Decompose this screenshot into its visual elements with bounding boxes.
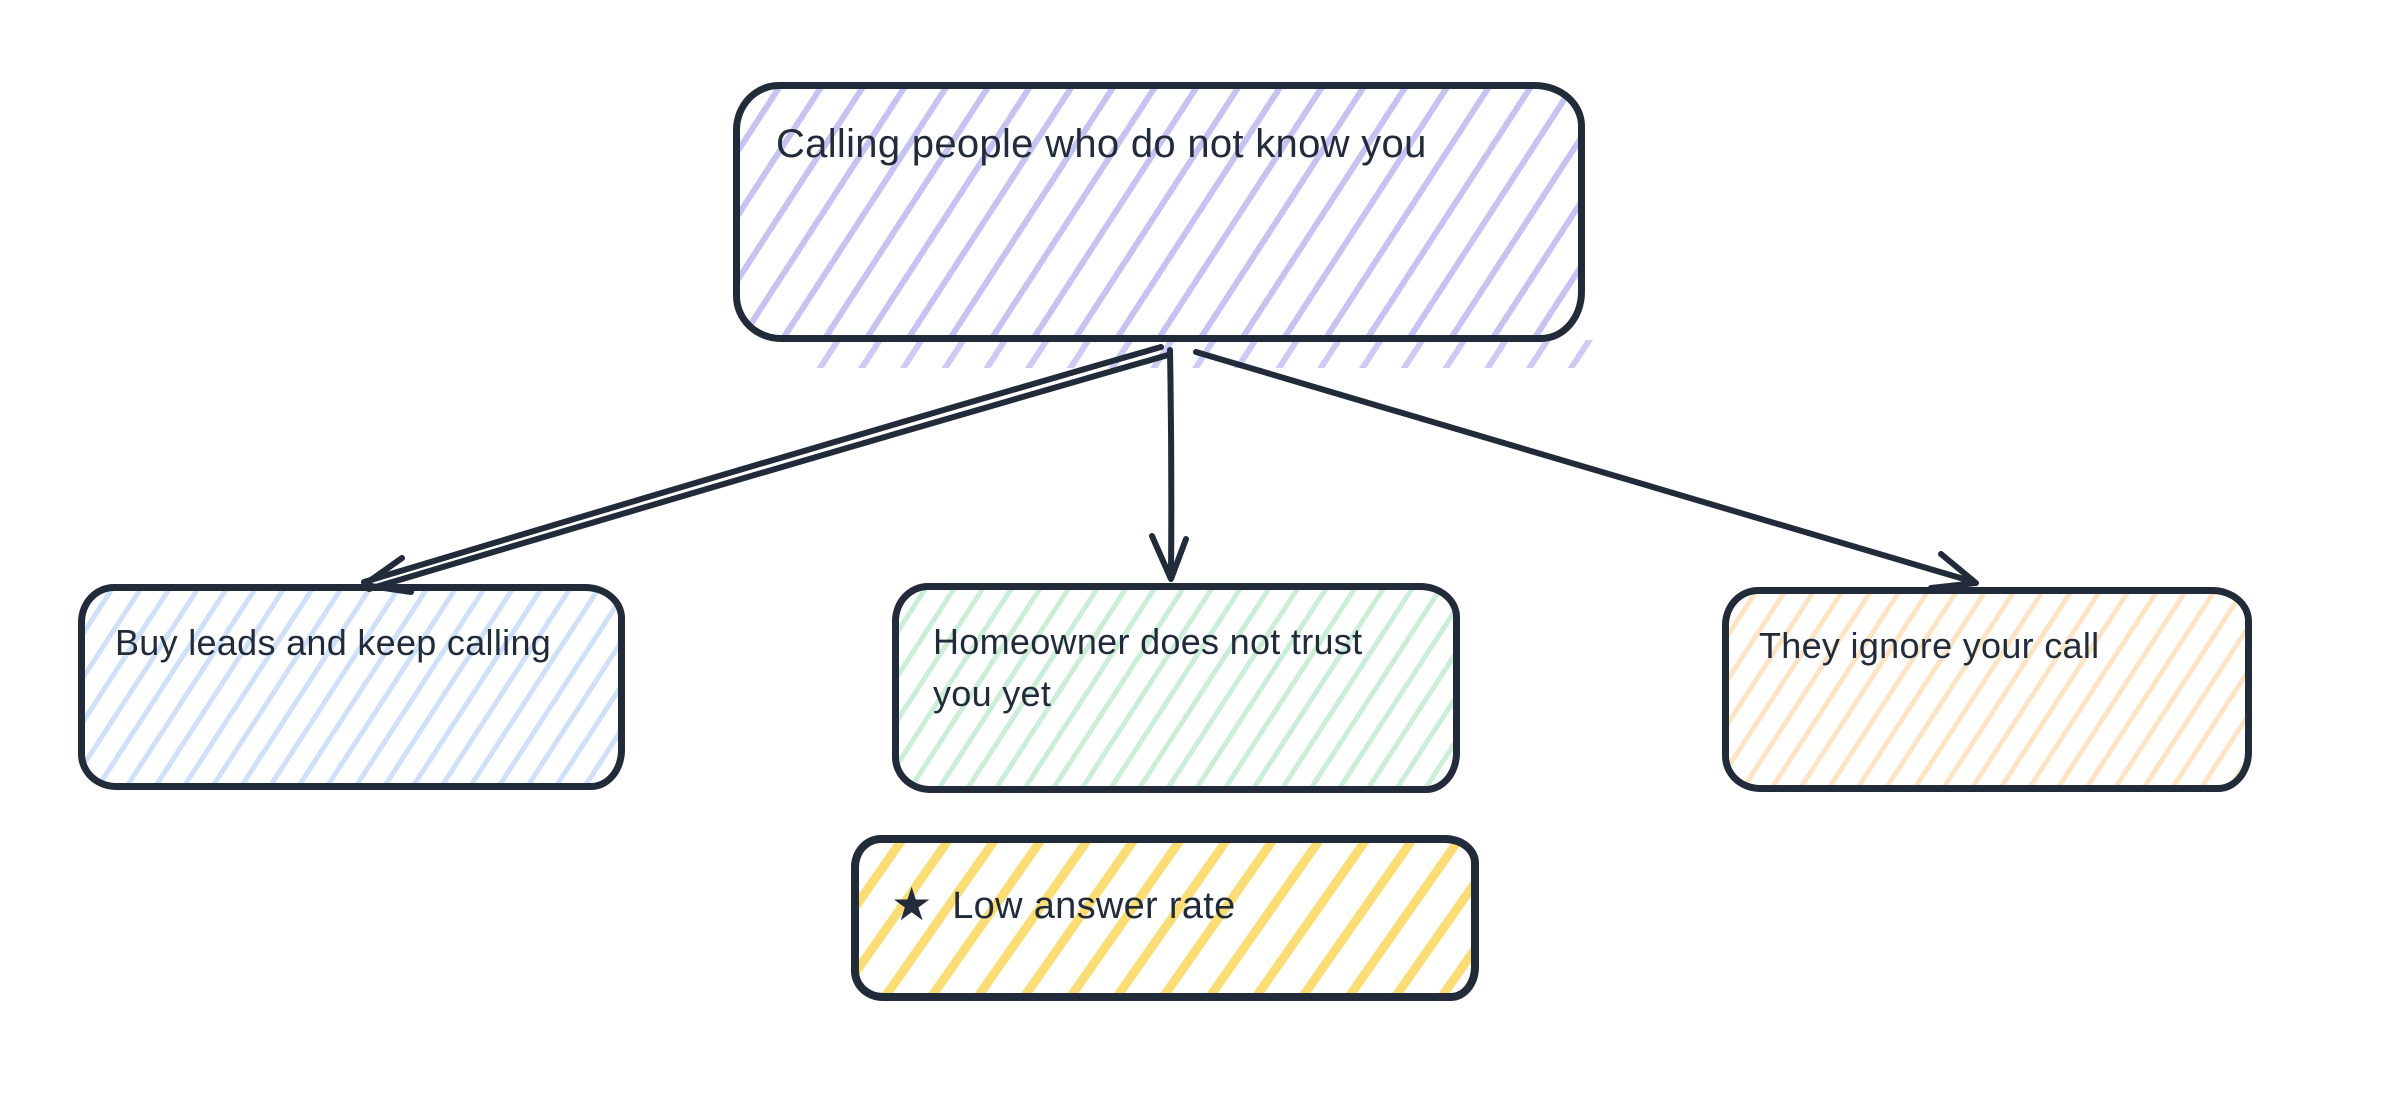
node-low-answer-rate-label: Low answer rate xyxy=(952,885,1236,927)
arrow-root-to-ignore-call[interactable] xyxy=(1193,349,1979,591)
node-root[interactable]: Calling people who do not know you xyxy=(733,82,1585,342)
arrow-root-to-buy-leads[interactable] xyxy=(361,344,1171,595)
hatch-overshoot xyxy=(800,340,1595,368)
node-root-label: Calling people who do not know you xyxy=(776,122,1427,166)
node-buy-leads[interactable]: Buy leads and keep calling xyxy=(78,584,625,790)
node-low-answer-rate[interactable]: ★ Low answer rate xyxy=(851,835,1479,1001)
node-homeowner-trust[interactable]: Homeowner does not trust you yet xyxy=(892,583,1460,793)
node-ignore-call-label: They ignore your call xyxy=(1759,625,2100,666)
arrow-root-to-homeowner-trust[interactable] xyxy=(1149,347,1189,582)
node-buy-leads-label: Buy leads and keep calling xyxy=(115,622,552,663)
star-icon: ★ xyxy=(891,877,933,931)
node-ignore-call[interactable]: They ignore your call xyxy=(1722,587,2252,792)
node-homeowner-trust-label: Homeowner does not trust you yet xyxy=(933,621,1363,715)
